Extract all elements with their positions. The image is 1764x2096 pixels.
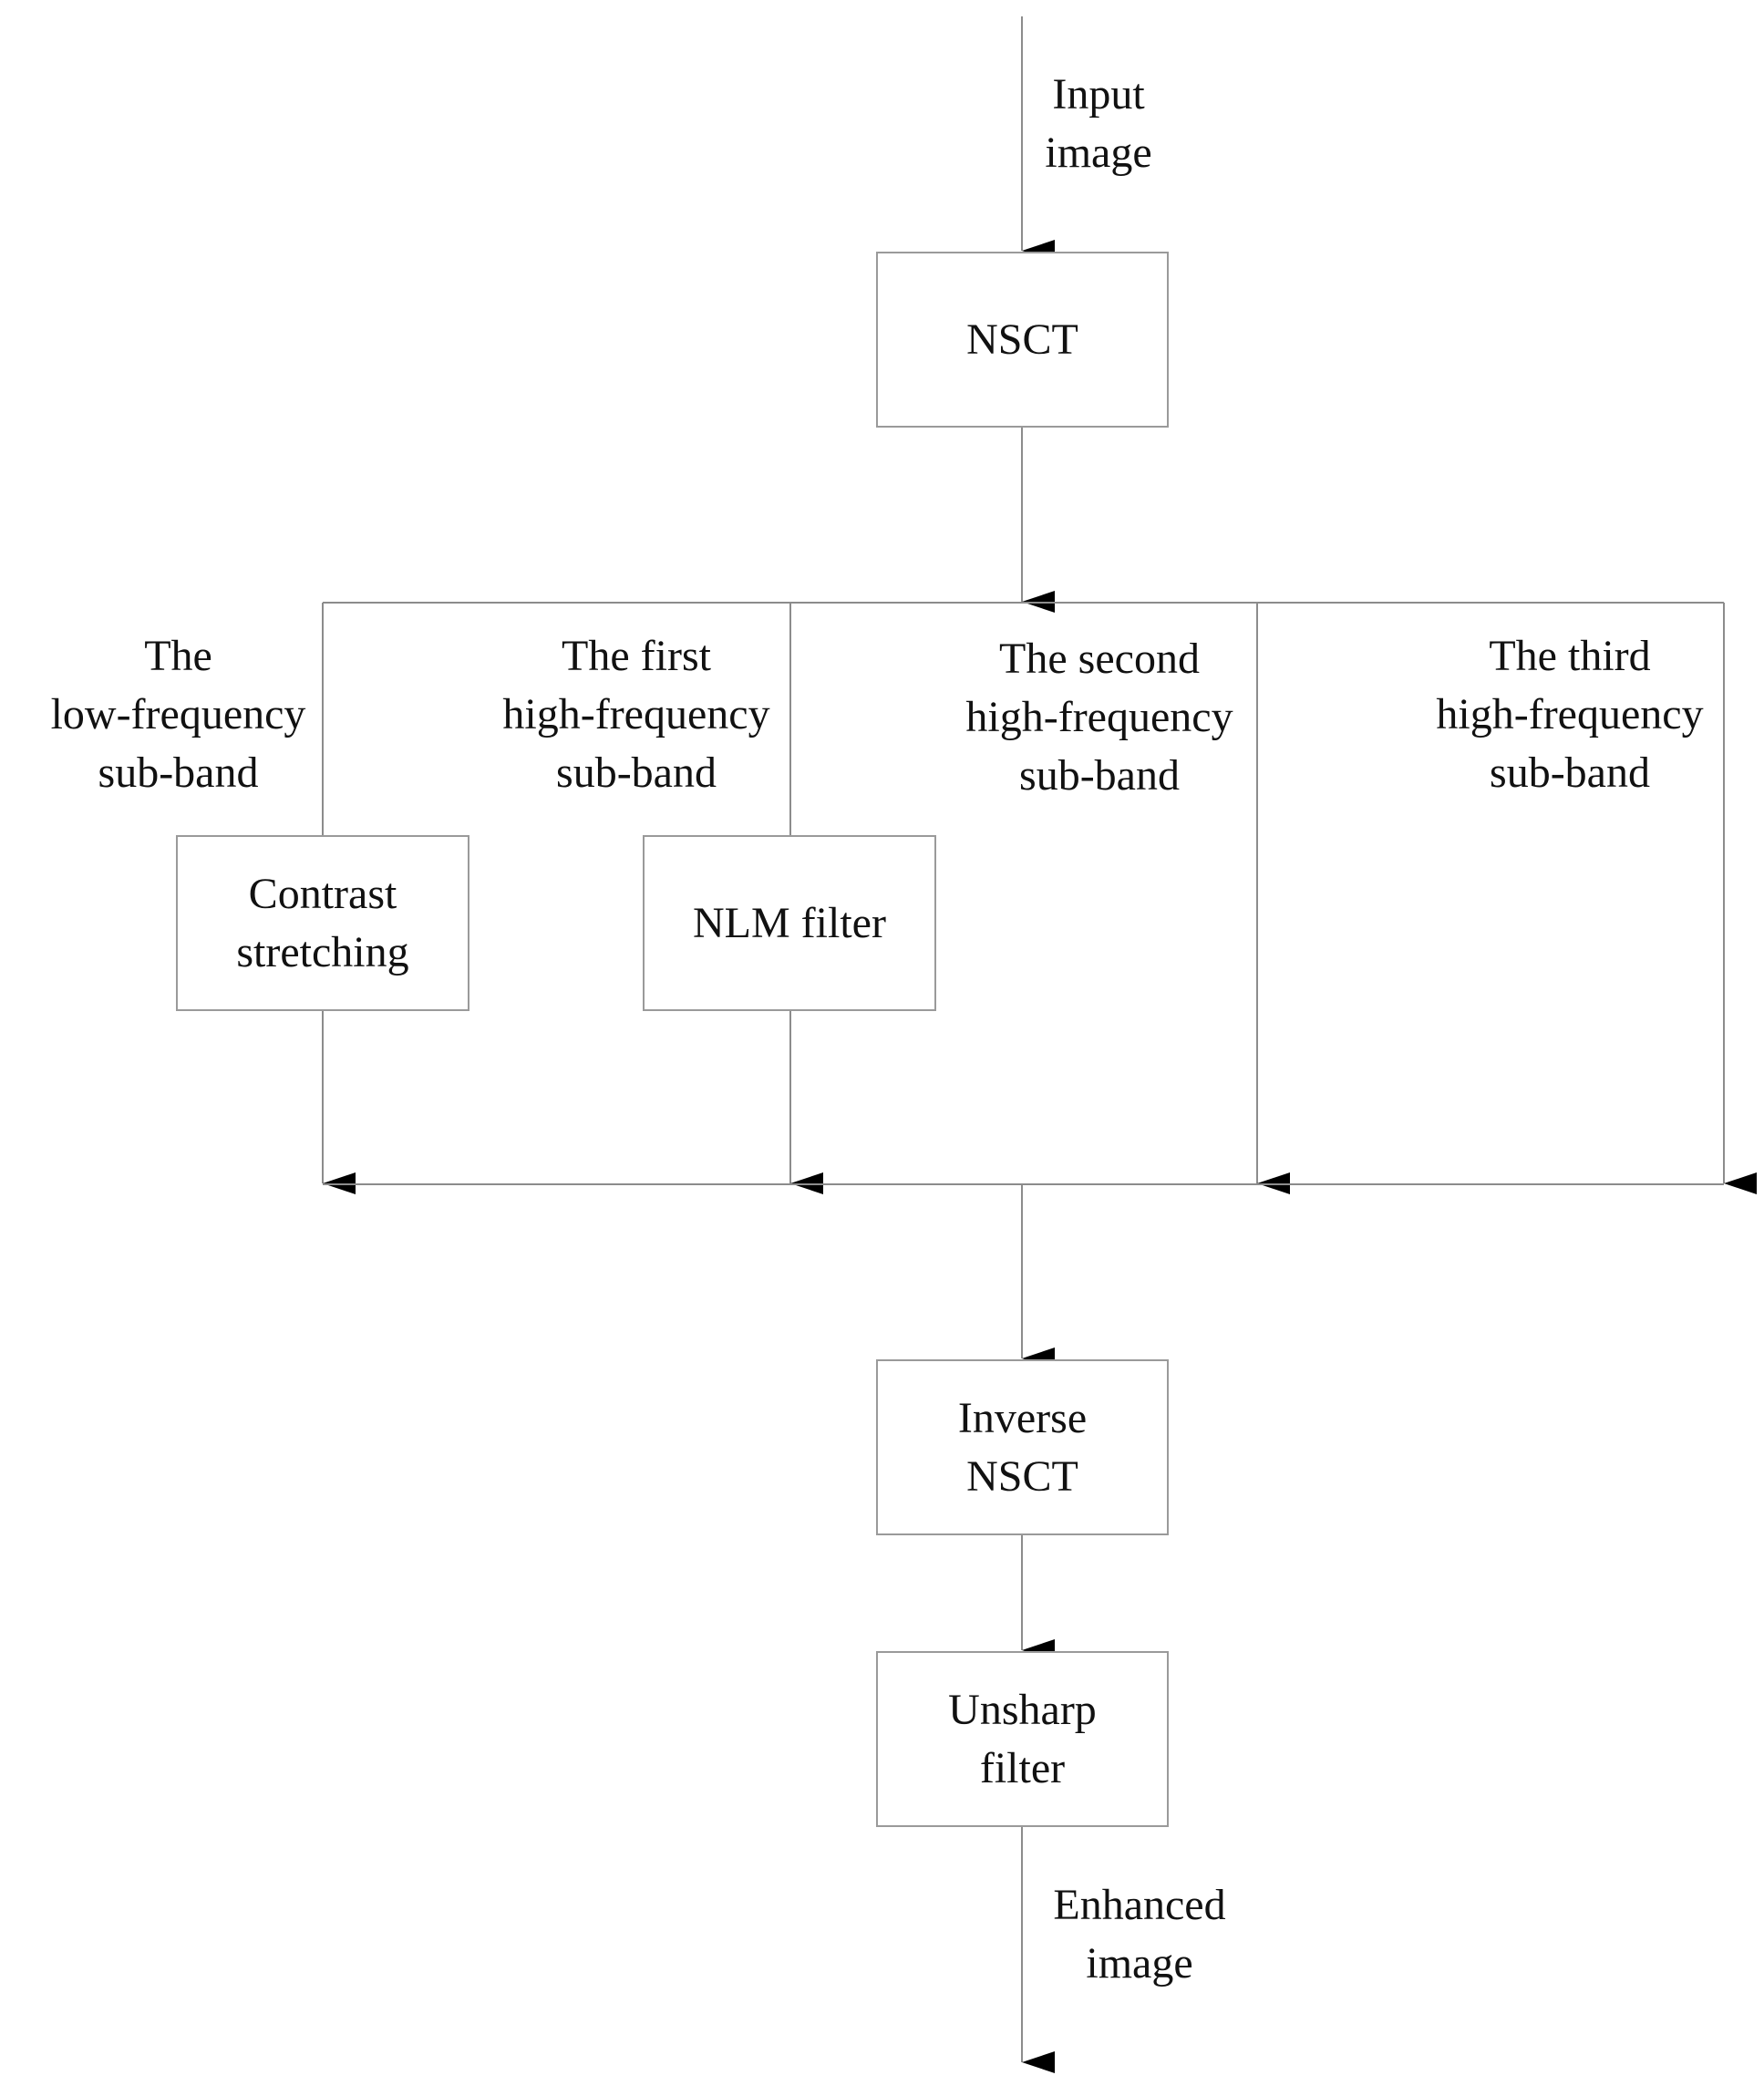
nsct-box: NSCT	[876, 252, 1169, 428]
branch-label-line: sub-band	[1019, 751, 1180, 800]
branch-label-line: sub-band	[1490, 749, 1650, 797]
inverse-box-label: Inverse	[957, 1393, 1088, 1442]
nlm-box-label: NLM filter	[693, 898, 886, 947]
contrast-box-label: Contrast	[248, 869, 397, 918]
branch-label-line: The third	[1489, 632, 1651, 680]
nsct-box-label: NSCT	[966, 315, 1078, 364]
nlm-filter-box: NLM filter	[643, 835, 936, 1011]
branch-label-line: high-frequency	[1436, 690, 1704, 738]
input-label-line: image	[1045, 129, 1152, 177]
branch-label-line: high-frequency	[502, 690, 770, 738]
output-label-line: Enhanced	[1053, 1881, 1226, 1929]
contrast-box-label: stretching	[236, 927, 409, 976]
contrast-stretching-box: Contrast stretching	[176, 835, 469, 1011]
branch-label-line: The first	[562, 632, 711, 680]
unsharp-filter-box: Unsharp filter	[876, 1651, 1169, 1827]
branch-label-line: The second	[999, 635, 1200, 683]
inverse-nsct-box: Inverse NSCT	[876, 1359, 1169, 1535]
branch-label-line: sub-band	[98, 749, 259, 797]
inverse-box-label: NSCT	[966, 1451, 1078, 1501]
unsharp-box-label: Unsharp	[948, 1685, 1097, 1734]
input-label-line: Input	[1052, 70, 1145, 119]
second-high-frequency-label: The second high-frequency sub-band	[944, 630, 1254, 805]
low-frequency-label: The low-frequency sub-band	[26, 627, 331, 802]
branch-label-line: The	[144, 632, 212, 680]
branch-label-line: high-frequency	[965, 693, 1233, 741]
enhanced-image-label: Enhanced image	[1021, 1876, 1258, 1993]
output-label-line: image	[1086, 1939, 1193, 1988]
branch-label-line: sub-band	[556, 749, 717, 797]
branch-label-line: low-frequency	[50, 690, 306, 738]
third-high-frequency-label: The third high-frequency sub-band	[1415, 627, 1725, 802]
first-high-frequency-label: The first high-frequency sub-band	[481, 627, 791, 802]
unsharp-box-label: filter	[979, 1743, 1066, 1792]
input-image-label: Input image	[1021, 66, 1176, 182]
